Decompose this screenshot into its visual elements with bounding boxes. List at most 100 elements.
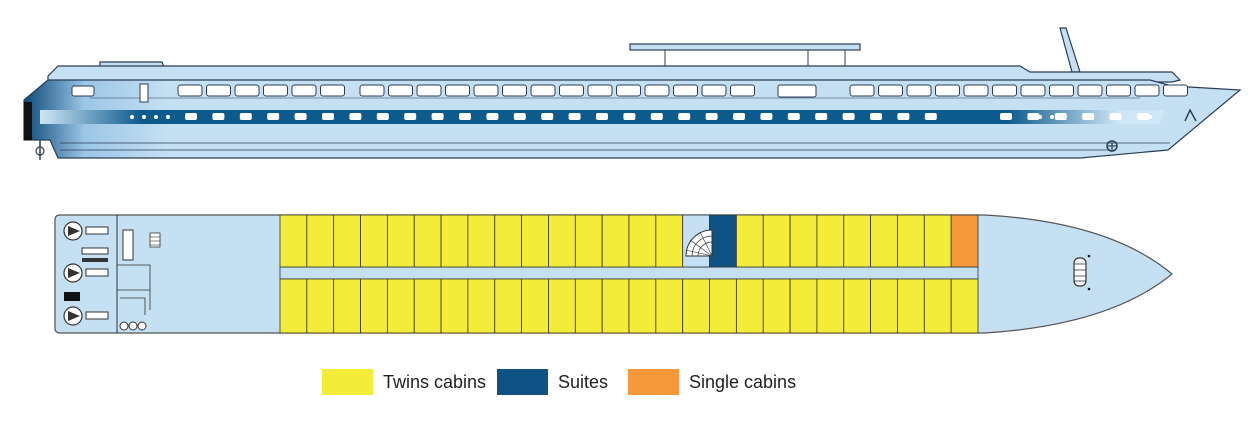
cabin-twin [870, 214, 898, 268]
cabin-window [322, 113, 334, 120]
cabin-twin [386, 278, 415, 334]
porthole [1050, 115, 1054, 119]
porthole [166, 115, 170, 119]
cabin-window [650, 113, 663, 120]
cabin-twin [306, 214, 335, 268]
door [139, 83, 149, 103]
cabin-window [267, 113, 280, 120]
cabin-twin [333, 278, 361, 334]
porthole [1038, 115, 1042, 119]
panoramic-window [673, 84, 698, 97]
cabin-twin [897, 278, 925, 334]
panoramic-window [935, 84, 960, 97]
cabin-single [950, 214, 979, 268]
cabin-twin [360, 278, 388, 334]
engine-icon [63, 306, 109, 326]
cabin-window [459, 113, 471, 120]
cabin-twin [843, 278, 872, 334]
cabin-window [596, 113, 608, 120]
panoramic-window [1077, 84, 1103, 97]
panoramic-window [587, 84, 613, 97]
cabin-suite [709, 214, 737, 268]
cabin-twin [360, 214, 388, 268]
cabin-window [294, 113, 307, 120]
porthole [142, 115, 146, 119]
cabin-twin [950, 278, 979, 334]
panoramic-window [530, 84, 556, 97]
legend-item-single: Single cabins [628, 368, 796, 396]
ship-side-profile [23, 27, 1242, 160]
panoramic-window [473, 84, 499, 97]
cabin-window [541, 113, 554, 120]
anchor-winch-icon [1073, 254, 1091, 291]
cabin-window [376, 113, 389, 120]
panoramic-window [359, 84, 385, 97]
legend-swatch-single [628, 369, 679, 395]
cabin-window [678, 113, 691, 120]
cabin-twin [601, 278, 630, 334]
legend-label-suites: Suites [558, 371, 609, 392]
panoramic-window [559, 84, 584, 97]
cabins-top-row [279, 214, 979, 268]
cabin-window [1027, 113, 1040, 120]
panoramic-window [644, 84, 670, 97]
cabin-twin [467, 278, 496, 334]
panoramic-window [502, 84, 527, 97]
cabin-window [787, 113, 800, 120]
panoramic-window [291, 84, 317, 97]
panoramic-window [177, 84, 203, 97]
cabin-window [486, 113, 499, 120]
spiral-staircase-icon [685, 229, 713, 257]
cabin-window [623, 113, 636, 120]
cabin-window [1000, 113, 1012, 120]
cabin-window [924, 113, 937, 120]
cabin-twin [843, 214, 872, 268]
panoramic-window [1163, 84, 1188, 97]
aft-stair [122, 229, 134, 261]
cabins-bottom-row [279, 278, 979, 334]
porthole [130, 115, 134, 119]
panoramic-window [906, 84, 932, 97]
cabin-window [431, 113, 444, 120]
bow-thruster-icon [1106, 140, 1118, 152]
cabin-twin [494, 214, 523, 268]
cabin-twin [816, 214, 845, 268]
wheelhouse-window [71, 85, 95, 97]
engine-icon [63, 221, 109, 241]
cabin-twin [628, 278, 657, 334]
cabin-window [185, 113, 197, 120]
panoramic-window [878, 84, 903, 97]
upper-windows [177, 84, 1188, 97]
cabin-twin [709, 278, 737, 334]
cabin-window [349, 113, 362, 120]
cabin-twin [574, 214, 603, 268]
cabin-twin [494, 278, 523, 334]
cabin-twin [574, 278, 603, 334]
cabin-twin [413, 214, 442, 268]
panoramic-window [234, 84, 260, 97]
panoramic-window [992, 84, 1017, 97]
legend-swatch-suites [497, 369, 548, 395]
legend-item-suites: Suites [497, 368, 608, 396]
cabin-twin [386, 214, 415, 268]
porthole [1148, 115, 1152, 119]
crew-area-outline [117, 264, 151, 315]
cabin-twin [279, 214, 308, 268]
cabin-twin [521, 278, 549, 334]
cabin-window [815, 113, 828, 120]
panoramic-window [616, 84, 641, 97]
cabin-twin [440, 278, 469, 334]
cabin-twin [789, 278, 818, 334]
cabin-twin [816, 278, 845, 334]
porthole [1138, 115, 1142, 119]
panoramic-window [263, 84, 288, 97]
cabin-twin [735, 278, 764, 334]
anchor-icon [1184, 108, 1197, 122]
cabin-twin [306, 278, 335, 334]
panoramic-window [1049, 84, 1074, 97]
cabin-twin [440, 214, 469, 268]
cabin-twin [789, 214, 818, 268]
cabin-window [404, 113, 417, 120]
cabin-twin [601, 214, 630, 268]
panoramic-window [388, 84, 413, 97]
